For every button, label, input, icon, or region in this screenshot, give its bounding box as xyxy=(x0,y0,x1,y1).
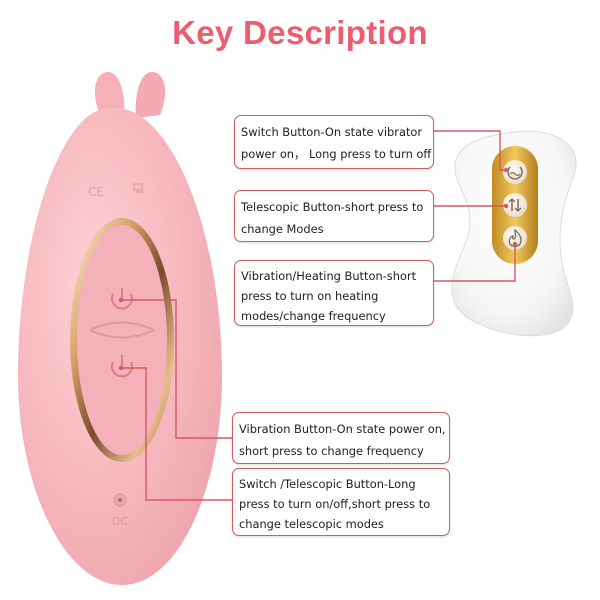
page-title: Key Description xyxy=(172,14,428,51)
device-left-ear xyxy=(94,72,125,118)
leader-line-3 xyxy=(434,244,516,282)
callout-line: Switch Button-On state vibrator xyxy=(241,125,423,139)
leader-lines xyxy=(121,130,516,501)
remote-telescopic-button xyxy=(503,193,527,217)
vibration-icon xyxy=(507,166,523,180)
callout-line: Telescopic Button-short press to xyxy=(241,200,424,214)
control-panel xyxy=(77,225,167,455)
flame-icon xyxy=(508,228,522,247)
callout-line: press to turn on heating xyxy=(241,289,379,303)
callout-switch-button: Switch Button-On state vibrator power on… xyxy=(234,115,434,169)
leader-line-1 xyxy=(434,130,506,171)
callout-line: change telescopic modes xyxy=(239,517,384,531)
leader-line-5 xyxy=(121,367,232,501)
callout-vibration-heating-button: Vibration/Heating Button-short press to … xyxy=(234,260,434,326)
callout-line: press to turn on/off,short press to xyxy=(239,497,431,511)
ce-mark: CE xyxy=(88,185,104,199)
callout-line: short press to change frequency xyxy=(239,444,424,458)
callout-vibration-button: Vibration Button-On state power on, shor… xyxy=(232,412,450,464)
remote-control xyxy=(451,130,577,337)
callout-line: power on， Long press to turn off xyxy=(241,147,432,161)
callout-line: Vibration/Heating Button-short xyxy=(241,269,417,283)
callout-telescopic-button: Telescopic Button-short press to change … xyxy=(234,190,434,242)
callout-line: Vibration Button-On state power on, xyxy=(239,422,446,436)
leader-line-4 xyxy=(121,299,232,439)
dc-label: DC xyxy=(112,515,128,528)
device-right-ear xyxy=(135,72,166,118)
callout-line: Switch /Telescopic Button-Long xyxy=(239,477,416,491)
remote-vibration-button xyxy=(503,160,527,184)
callout-line: modes/change frequency xyxy=(241,309,386,323)
weee-mark xyxy=(133,183,144,193)
pink-device: CE DC xyxy=(18,72,222,585)
callout-line: change Modes xyxy=(241,222,324,236)
leader-dots xyxy=(118,167,518,371)
telescopic-arrows-icon xyxy=(508,198,522,212)
callout-switch-telescopic-button: Switch /Telescopic Button-Long press to … xyxy=(232,468,450,536)
